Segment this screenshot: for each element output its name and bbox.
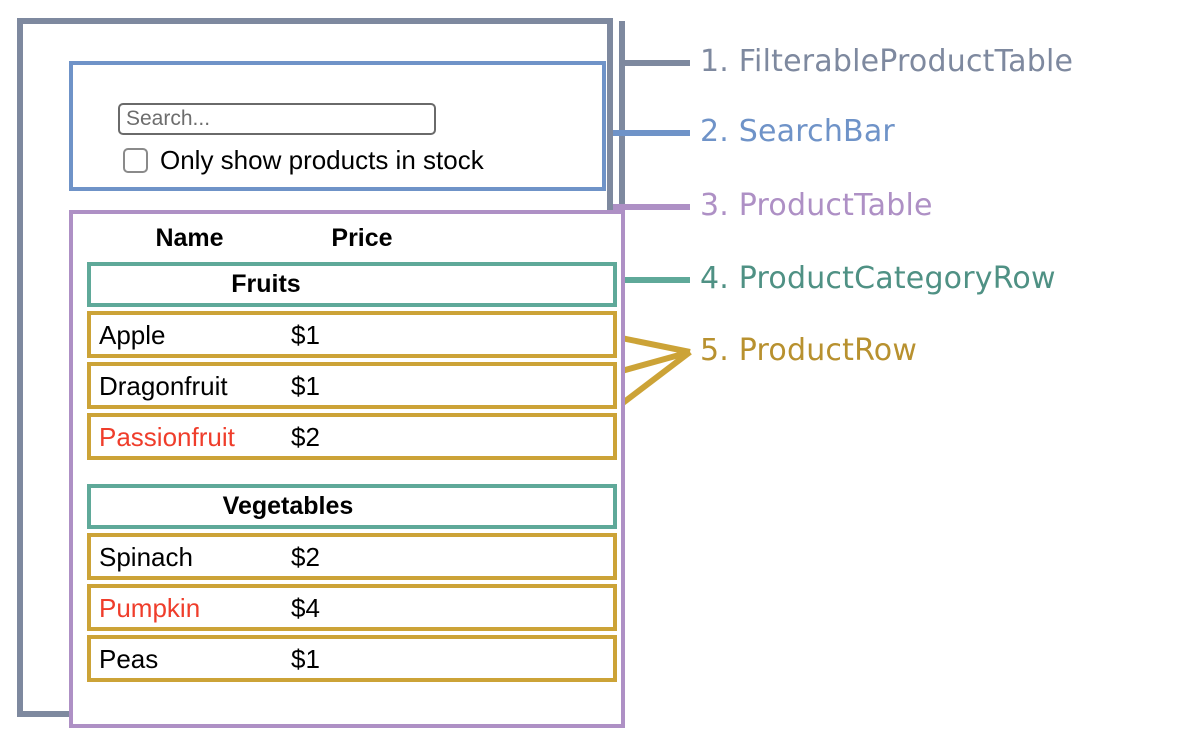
annotation-number: 5. <box>700 333 730 368</box>
in-stock-checkbox[interactable] <box>123 147 148 173</box>
annotation-name: ProductTable <box>738 188 933 223</box>
product-table-inner: Name Price Fruits Apple $1 Dragonfruit $… <box>81 218 617 682</box>
product-name: Apple <box>99 319 166 350</box>
product-price: $1 <box>291 370 320 401</box>
in-stock-filter[interactable]: Only show products in stock <box>123 147 484 173</box>
search-bar: Only show products in stock <box>69 61 606 191</box>
search-input[interactable] <box>118 103 436 135</box>
annotation-label-filterable-product-table: 1. FilterableProductTable <box>700 47 1073 77</box>
product-row: Peas $1 <box>87 635 617 682</box>
column-header-name: Name <box>155 223 224 252</box>
annotation-number: 3. <box>700 188 730 223</box>
product-name: Spinach <box>99 541 193 572</box>
product-price: $1 <box>291 319 320 350</box>
annotation-name: ProductRow <box>738 333 918 368</box>
product-price: $1 <box>291 643 320 674</box>
annotation-label-search-bar: 2. SearchBar <box>700 117 895 147</box>
annotation-label-product-row: 5. ProductRow <box>700 336 917 366</box>
annotation-number: 1. <box>700 44 730 79</box>
product-name: Dragonfruit <box>99 370 228 401</box>
product-price: $2 <box>291 421 320 452</box>
product-table-header: Name Price <box>81 218 617 258</box>
annotation-name: FilterableProductTable <box>738 44 1074 79</box>
product-price: $4 <box>291 592 320 623</box>
product-category-label: Fruits <box>231 270 301 298</box>
column-header-price: Price <box>331 223 393 252</box>
annotation-label-product-table: 3. ProductTable <box>700 191 933 221</box>
product-table: Name Price Fruits Apple $1 Dragonfruit $… <box>69 210 625 728</box>
product-category-row: Fruits <box>87 262 617 307</box>
product-row: Spinach $2 <box>87 533 617 580</box>
product-row: Passionfruit $2 <box>87 413 617 460</box>
product-category-row: Vegetables <box>87 484 617 529</box>
product-category-label: Vegetables <box>222 492 354 520</box>
annotation-name: ProductCategoryRow <box>738 261 1056 296</box>
product-row: Apple $1 <box>87 311 617 358</box>
in-stock-checkbox-label: Only show products in stock <box>160 145 484 175</box>
product-row: Pumpkin $4 <box>87 584 617 631</box>
product-name: Passionfruit <box>99 421 235 452</box>
filterable-product-table: Only show products in stock Name Price F… <box>17 18 625 728</box>
product-row: Dragonfruit $1 <box>87 362 617 409</box>
annotation-number: 2. <box>700 114 730 149</box>
annotation-number: 4. <box>700 261 730 296</box>
annotation-name: SearchBar <box>738 114 895 149</box>
product-price: $2 <box>291 541 320 572</box>
annotation-label-product-category-row: 4. ProductCategoryRow <box>700 264 1056 294</box>
product-name: Peas <box>99 643 159 674</box>
product-name: Pumpkin <box>99 592 201 623</box>
